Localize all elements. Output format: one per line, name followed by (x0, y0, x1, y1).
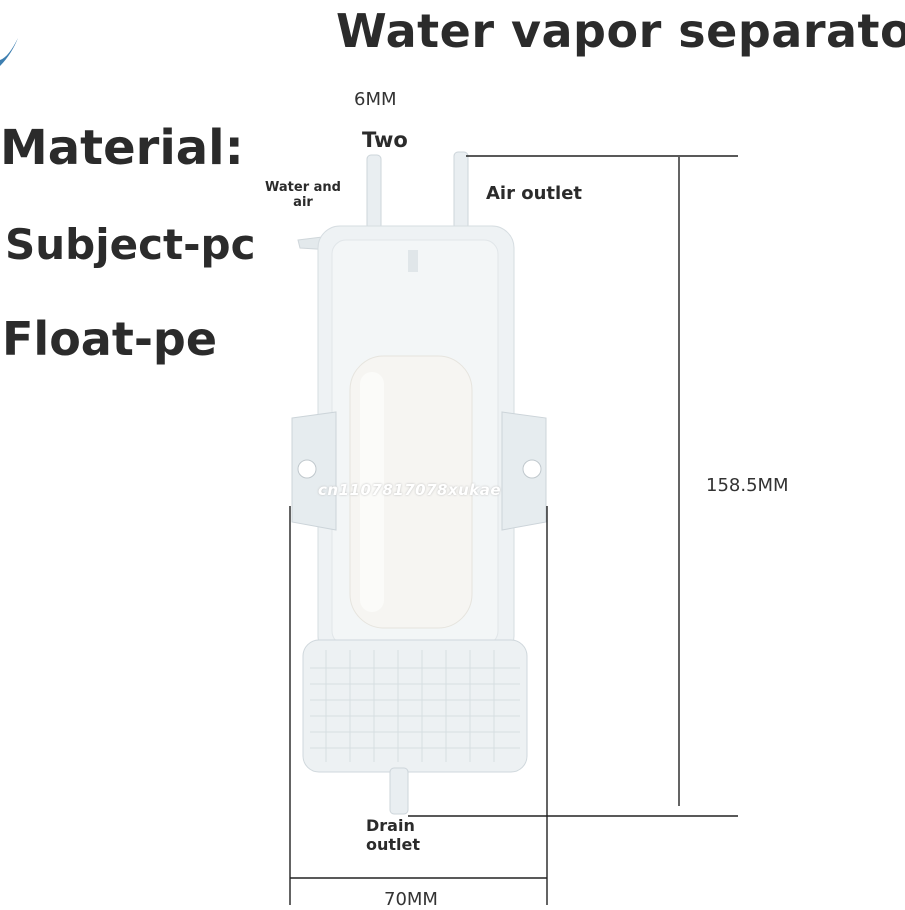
threaded-cap (302, 639, 528, 773)
label-drain-outlet: Drain outlet (366, 816, 421, 854)
outlet-tube (453, 151, 469, 231)
dimension-tube-diameter: 6MM (354, 89, 397, 110)
spec-float: Float-pe (2, 312, 218, 366)
spec-subject: Subject-pc (5, 220, 256, 269)
brand-logo-icon (0, 38, 18, 66)
watermark: cn1107817078xukae (318, 481, 502, 499)
page-title: Water vapor separator (336, 4, 905, 58)
label-inlet: Water and air (265, 180, 341, 210)
mount-hole-left (297, 459, 317, 479)
label-count: Two (362, 128, 408, 152)
dimension-height: 158.5MM (706, 475, 789, 496)
inlet-tube (366, 154, 382, 231)
label-air-outlet: Air outlet (486, 183, 583, 204)
drain-tube (389, 767, 409, 815)
dimension-width: 70MM (384, 889, 438, 910)
mount-hole-right (522, 459, 542, 479)
spec-material: Material: (0, 120, 244, 176)
